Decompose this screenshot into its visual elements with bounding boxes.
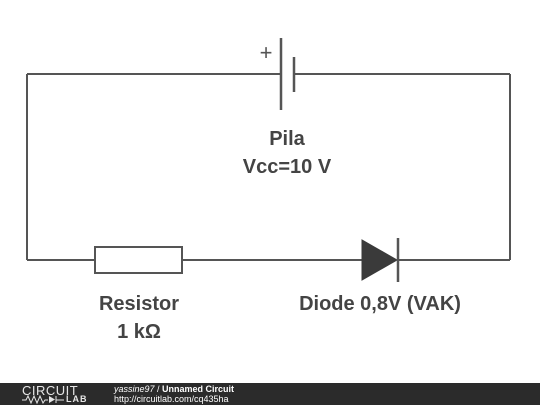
circuitlab-logo[interactable]: CIRCUIT LAB: [22, 383, 102, 404]
schematic-diagram: + Pila Vcc=10 V Resistor 1 kΩ Diode 0,8V…: [26, 38, 511, 343]
logo-text-circuit: CIRCUIT: [22, 383, 79, 398]
logo-resistor-diode-icon: [22, 394, 64, 404]
diode-symbol: [361, 238, 400, 282]
diode-triangle: [361, 239, 399, 281]
resistor-name-label: Resistor: [99, 293, 179, 315]
resistor-value-label: 1 kΩ: [117, 321, 161, 343]
footer-bar: CIRCUIT LAB yassine97 / Unnamed Circuit …: [0, 383, 540, 405]
author-name[interactable]: yassine97: [114, 384, 155, 394]
battery-polarity-mark: +: [260, 40, 273, 65]
credit-block: yassine97 / Unnamed Circuit http://circu…: [114, 384, 234, 404]
battery-symbol: [279, 38, 296, 110]
logo-text-lab: LAB: [66, 394, 88, 404]
battery-name-label: Pila: [269, 128, 305, 150]
credit-separator: /: [154, 384, 163, 394]
resistor-symbol: [94, 246, 183, 274]
circuit-url[interactable]: http://circuitlab.com/cq435ha: [114, 394, 229, 404]
diode-label: Diode 0,8V (VAK): [299, 293, 461, 315]
battery-value-label: Vcc=10 V: [243, 156, 332, 178]
circuit-title[interactable]: Unnamed Circuit: [162, 384, 235, 394]
